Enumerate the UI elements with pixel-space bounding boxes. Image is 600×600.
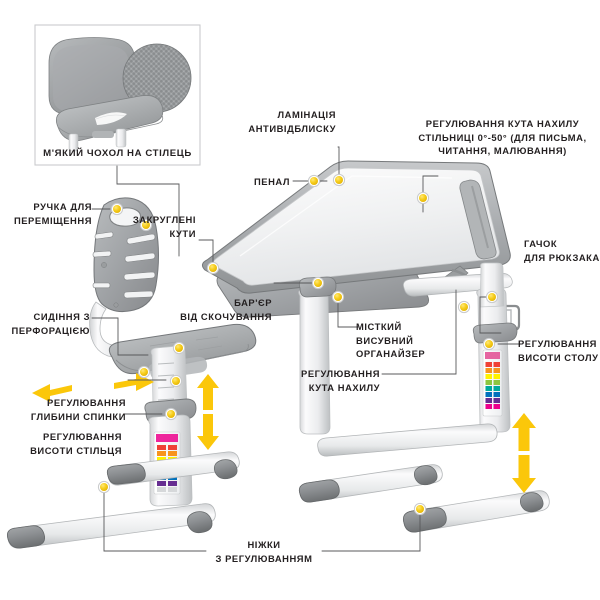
callout-tilt-adjust: РЕГУЛЮВАННЯ КУТА НАХИЛУ [301,368,380,393]
chair-notch-marks [157,362,175,401]
callout-backpack-hook: ГАЧОК ДЛЯ РЮКЗАКА [524,238,600,263]
callout-adjustable-feet: НІЖКИ З РЕГУЛЮВАННЯМ [215,539,313,564]
arrow-depth-left [32,384,72,402]
backrest-vent-slots [92,231,156,299]
callout-pencil-case: ПЕНАЛ [254,176,290,187]
callout-anti-roll-bar: БАР'ЄР ВІД СКОЧУВАННЯ [180,297,272,322]
callout-desk-height: РЕГУЛЮВАННЯ ВИСОТИ СТОЛУ [518,338,599,363]
callout-dots [97,173,499,516]
arrow-desk-up [512,413,536,451]
arrow-chair-up [197,374,219,410]
arrow-chair-down [197,414,219,450]
movement-arrows [32,373,536,493]
leader-lines [91,146,523,552]
desk-crossbar [317,423,498,457]
callout-organizer: МІСТКИЙ ВИСУВНИЙ ОРГАНАЙЗЕР [356,321,426,359]
chair-inner-tube [150,345,188,409]
callout-anti-glare: ЛАМІНАЦІЯ АНТИВІДБЛИСКУ [248,109,336,134]
callout-tilt-range: РЕГУЛЮВАННЯ КУТА НАХИЛУ СТІЛЬНИЦІ 0°-50°… [418,118,587,156]
callout-backrest-depth: РЕГУЛЮВАННЯ ГЛИБИНИ СПИНКИ [30,397,126,422]
callout-handle: РУЧКА ДЛЯ ПЕРЕМІЩЕННЯ [13,201,92,226]
chair [6,197,257,549]
pencil-groove [459,179,497,260]
inset-panel [34,24,201,166]
callout-perforated-seat: СИДІННЯ З ПЕРФОРАЦІЄЮ [11,311,90,336]
desk-height-sticker [482,349,503,417]
inset-caption: М'ЯКИЙ ЧОХОЛ НА СТІЛЕЦЬ [43,148,192,159]
callout-rounded-corners: ЗАКРУГЛЕНІ КУТИ [132,214,196,239]
callout-chair-height: РЕГУЛЮВАННЯ ВИСОТИ СТІЛЬЦЯ [30,431,122,456]
arrow-desk-down [512,455,536,493]
